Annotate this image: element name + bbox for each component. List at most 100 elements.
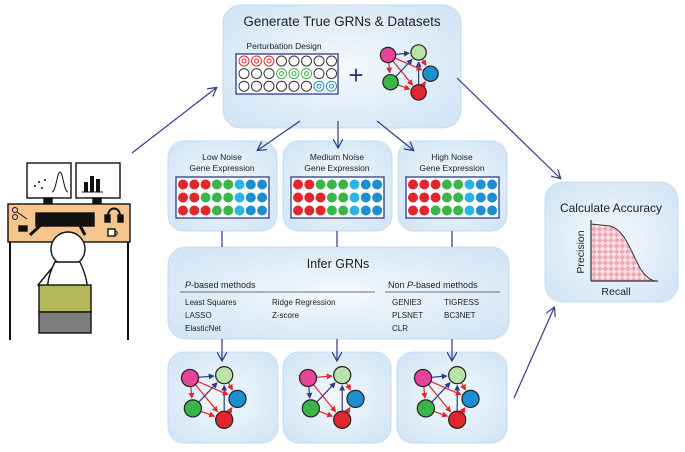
high-noise-line1: High Noise — [431, 152, 473, 162]
perturbation-cell — [251, 68, 262, 80]
true-grn-network — [379, 44, 439, 101]
chair-base — [38, 311, 92, 334]
network-node — [346, 389, 365, 409]
network-node — [448, 366, 467, 385]
perturbation-cell — [276, 80, 287, 92]
expression-cell — [349, 192, 360, 203]
expression-cell — [189, 179, 200, 190]
network-panel-1 — [167, 351, 279, 444]
arrow-top-to-low — [258, 120, 301, 150]
researcher-illustration — [7, 162, 131, 340]
network-edge — [395, 58, 413, 78]
expression-cell — [293, 192, 303, 203]
expression-cell — [408, 179, 418, 190]
high-noise-line2: Gene Expression — [419, 163, 484, 173]
expression-cell — [189, 205, 200, 216]
low-noise-line1: Low Noise — [202, 152, 242, 162]
network-node — [382, 73, 399, 91]
expression-grids — [175, 176, 500, 219]
network-node — [298, 368, 318, 388]
perturbation-cell — [276, 55, 287, 67]
network-edge — [433, 410, 449, 418]
expression-cell — [487, 179, 498, 190]
network-node — [413, 368, 433, 388]
expression-cell — [453, 205, 464, 216]
infer-title: Infer GRNs — [307, 257, 370, 271]
expression-cell — [408, 192, 418, 203]
non-p-method-clr: CLR — [392, 324, 408, 333]
expression-cell — [257, 205, 268, 216]
p-method-ridge: Ridge Regression — [272, 298, 336, 307]
perturbation-cell — [313, 80, 325, 92]
perturbation-cell — [276, 68, 287, 80]
network-node — [422, 65, 439, 82]
expression-cell — [200, 192, 211, 203]
expression-cell — [419, 205, 430, 216]
expression-cell — [178, 179, 188, 190]
expression-cell — [464, 192, 475, 203]
network-edge — [318, 410, 334, 418]
non-p-methods-header: Non P-based methods — [388, 280, 478, 290]
network-edge — [430, 380, 462, 396]
expression-cell — [441, 179, 452, 190]
non-p-method-bc3net: BC3NET — [444, 311, 476, 320]
expression-cell — [223, 192, 234, 203]
expression-cell — [419, 179, 430, 190]
arrow-top-to-accuracy — [456, 77, 560, 178]
expression-cell — [257, 192, 268, 203]
network-node — [448, 410, 467, 429]
perturbation-cell — [238, 80, 250, 92]
expression-cell — [234, 179, 245, 190]
expression-cell — [464, 205, 475, 216]
network-edge — [345, 382, 351, 391]
network-edge — [198, 382, 218, 403]
perturbation-cell — [326, 68, 337, 80]
network-edge — [316, 373, 333, 380]
perturbation-cell — [326, 55, 337, 67]
perturbation-mark — [304, 71, 309, 77]
medium-noise-line1: Medium Noise — [310, 152, 365, 162]
chair-seat — [38, 284, 92, 313]
expression-cell — [464, 179, 475, 190]
perturbation-cell — [251, 80, 262, 92]
perturbation-mark — [241, 58, 247, 64]
expression-cell — [245, 205, 256, 216]
expression-cell — [372, 192, 383, 203]
expression-cell — [360, 192, 371, 203]
perturbation-cell — [301, 68, 312, 80]
expression-cell — [430, 192, 441, 203]
expression-cell — [475, 179, 486, 190]
network-node — [180, 368, 200, 388]
network-panel-2 — [282, 351, 392, 444]
expression-cell — [223, 179, 234, 190]
expression-cell — [304, 192, 315, 203]
monitor-left — [26, 162, 72, 199]
network-edge — [420, 58, 427, 67]
network-edge — [431, 373, 448, 380]
network-edge — [460, 382, 466, 391]
network-node — [228, 389, 247, 409]
expression-cell — [304, 205, 315, 216]
expression-cell — [257, 179, 268, 190]
expression-cell — [475, 192, 486, 203]
expression-cell — [326, 205, 337, 216]
expression-cell — [189, 192, 200, 203]
expression-cell — [211, 179, 222, 190]
expression-cell — [453, 179, 464, 190]
plus-sign: + — [348, 60, 363, 90]
expression-cell — [245, 192, 256, 203]
low-noise-line2: Gene Expression — [189, 163, 254, 173]
network-node — [215, 366, 234, 385]
network-edge — [200, 410, 216, 418]
expression-cell — [475, 205, 486, 216]
network-edge — [198, 373, 215, 380]
top-title: Generate True GRNs & Datasets — [243, 14, 441, 29]
perturbation-mark — [266, 58, 272, 64]
perturbation-cell — [313, 55, 325, 67]
network-edge — [394, 57, 423, 71]
expression-cell — [453, 192, 464, 203]
network-edge — [431, 382, 451, 403]
researcher-head — [50, 231, 86, 267]
expression-cell — [338, 192, 349, 203]
keyboard — [35, 212, 95, 227]
